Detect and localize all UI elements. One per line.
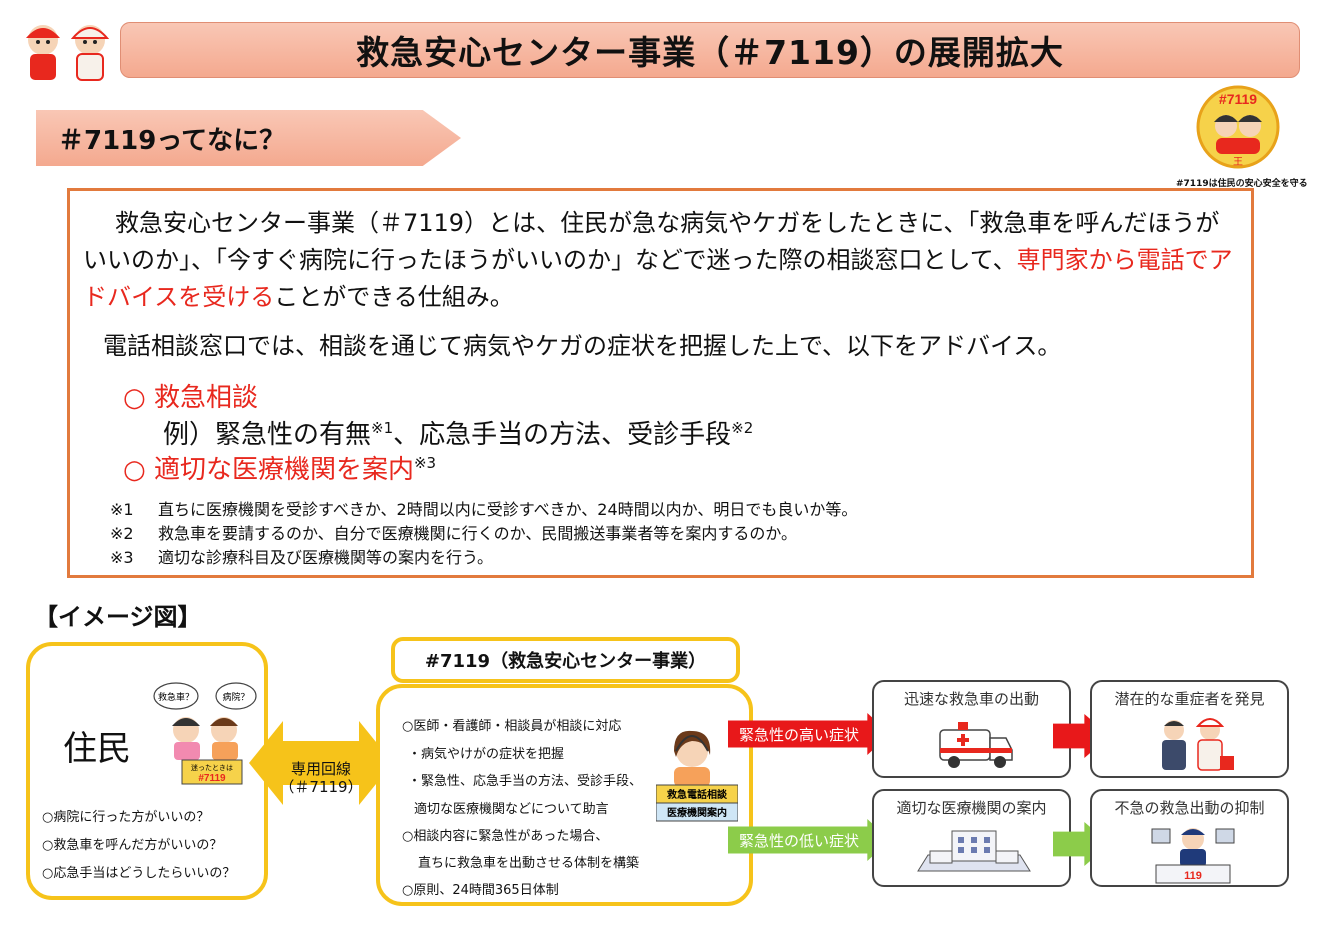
footnote-mark: ※2 (110, 524, 134, 543)
resident-question: ○応急手当はどうしたらいいの？ (42, 866, 236, 881)
section-heading: ＃7119ってなに？ (36, 110, 461, 166)
bullet-hospital-guidance: ○ 適切な医療機関を案内※3 (123, 449, 436, 486)
worried-family-illustration: 救急車？ 病院？ 迷ったときは #7119 (152, 680, 262, 786)
7119-logo: #7119 王 (1196, 82, 1280, 172)
outcome-suppress-unneeded-dispatch: 不急の救急出動の抑制 119 (1090, 789, 1289, 887)
ambulance-icon (939, 722, 1013, 768)
footnote-mark: ※3 (110, 548, 134, 567)
center-services-box: ○医師・看護師・相談員が相談に対応 ・病気やけがの症状を把握 ・緊急性、応急手当… (376, 684, 753, 906)
service-line: 適切な医療機関などについて助言 (414, 802, 609, 817)
footnote-mark: ※1 (110, 500, 134, 519)
dedicated-line-label-1: 専用回線 (290, 760, 351, 778)
footnote-text: 救急車を要請するのか、自分で医療機関に行くのか、民間搬送事業者等を案内するのか。 (158, 524, 798, 543)
low-urgency-label: 緊急性の低い症状 (739, 832, 860, 850)
dedicated-line-label-2: （＃7119） (279, 778, 363, 796)
logo-mark-glyph: 王 (1233, 157, 1243, 168)
bubble-ambulance: 救急車？ (158, 691, 194, 702)
explanation-paragraph: 救急安心センター事業（＃7119）とは、住民が急な病気やケガをしたときに、「救急… (83, 205, 1243, 316)
center-title: #7119（救急安心センター事業） (391, 637, 740, 683)
desk-sign: 119 (1184, 870, 1202, 882)
footnote: ※1 直ちに医療機関を受診すべきか、2時間以内に受診すべきか、24時間以内か、明日… (110, 496, 857, 520)
high-urgency-label: 緊急性の高い症状 (739, 726, 860, 744)
logo-text: #7119 (1219, 91, 1257, 107)
dedicated-line-label: 専用回線 （＃7119） (268, 760, 374, 796)
explanation-text: 救急安心センター事業（＃7119）とは、住民が急な病気やケガをしたときに、「救急… (83, 209, 1220, 274)
explanation-box: 救急安心センター事業（＃7119）とは、住民が急な病気やケガをしたときに、「救急… (67, 188, 1254, 578)
footnote: ※2 救急車を要請するのか、自分で医療機関に行くのか、民間搬送事業者等を案内するの… (110, 520, 797, 544)
example-text: 例）緊急性の有無 (163, 420, 372, 450)
example-text-2: 、応急手当の方法、受診手段 (393, 420, 732, 450)
footnote-ref-3: ※3 (413, 454, 437, 472)
bullet-emergency-consultation: ○ 救急相談 (123, 383, 258, 413)
badge-text-1: 救急電話相談 (667, 788, 728, 801)
outcome-hospital-guidance: 適切な医療機関の案内 (872, 789, 1071, 887)
bullet-hospital-guidance-text: ○ 適切な医療機関を案内 (123, 455, 414, 485)
outcome-label: 不急の救急出動の抑制 (1114, 799, 1265, 817)
resident-question: ○救急車を呼んだ方がいいの？ (42, 838, 223, 853)
explanation-highlight: 専門家から電話でアドバイスを受ける (83, 246, 1233, 311)
advice-intro: 電話相談窓口では、相談を通じて病気やケガの症状を把握した上で、以下をアドバイス。 (103, 332, 1062, 360)
consultation-example: 例）緊急性の有無※1、応急手当の方法、受診手段※2 (163, 414, 753, 451)
mascot-firefighters-illustration (18, 18, 118, 84)
explanation-text-end: ことができる仕組み。 (274, 283, 514, 311)
footnote-text: 適切な診療科目及び医療機関等の案内を行う。 (158, 548, 494, 567)
outcome-ambulance-dispatch: 迅速な救急車の出動 (872, 680, 1071, 778)
outcome-label: 潜在的な重症者を発見 (1114, 690, 1265, 708)
paramedic-patient-icon (1162, 718, 1234, 771)
badge-text-2: 医療機関案内 (667, 806, 727, 819)
dispatch-desk-icon: 119 (1151, 828, 1235, 884)
hospital-building-icon (917, 830, 1031, 872)
outcome-find-serious-patients: 潜在的な重症者を発見 (1090, 680, 1289, 778)
sign-text-2: #7119 (198, 773, 226, 784)
resident-question: ○病院に行った方がいいの？ (42, 810, 210, 825)
outcome-label: 適切な医療機関の案内 (896, 799, 1047, 817)
page-title: 救急安心センター事業（＃7119）の展開拡大 (120, 22, 1300, 78)
footnote-ref-2: ※2 (731, 419, 754, 437)
footnote-ref-1: ※1 (371, 419, 394, 437)
service-line: ・病気やけがの症状を把握 (408, 747, 565, 762)
outcome-label: 迅速な救急車の出動 (903, 690, 1039, 708)
service-line: ○相談内容に緊急性があった場合、 (402, 829, 609, 844)
service-line: ・緊急性、応急手当の方法、受診手段、 (408, 774, 643, 789)
footnote-text: 直ちに医療機関を受診すべきか、2時間以内に受診すべきか、24時間以内か、明日でも… (158, 500, 858, 519)
resident-box: 住民 救急車？ 病院？ 迷ったときは #7119 ○病院に行った方がいいの？ ○… (26, 642, 268, 900)
service-line: ○医師・看護師・相談員が相談に対応 (402, 719, 622, 734)
phone-operator-illustration: 救急電話相談 医療機関案内 (655, 723, 739, 823)
diagram-heading: 【イメージ図】 (34, 603, 202, 631)
double-arrow-icon (249, 715, 393, 811)
sign-text-1: 迷ったときは (191, 763, 233, 772)
bubble-hospital: 病院？ (222, 691, 249, 702)
resident-title: 住民 (63, 729, 131, 769)
service-line: 直ちに救急車を出動させる体制を構築 (418, 856, 640, 871)
footnote: ※3 適切な診療科目及び医療機関等の案内を行う。 (110, 544, 493, 568)
service-line: ○原則、24時間365日体制 (402, 883, 559, 898)
logo-caption: #7119は住民の安心安全を守る (1176, 179, 1308, 189)
